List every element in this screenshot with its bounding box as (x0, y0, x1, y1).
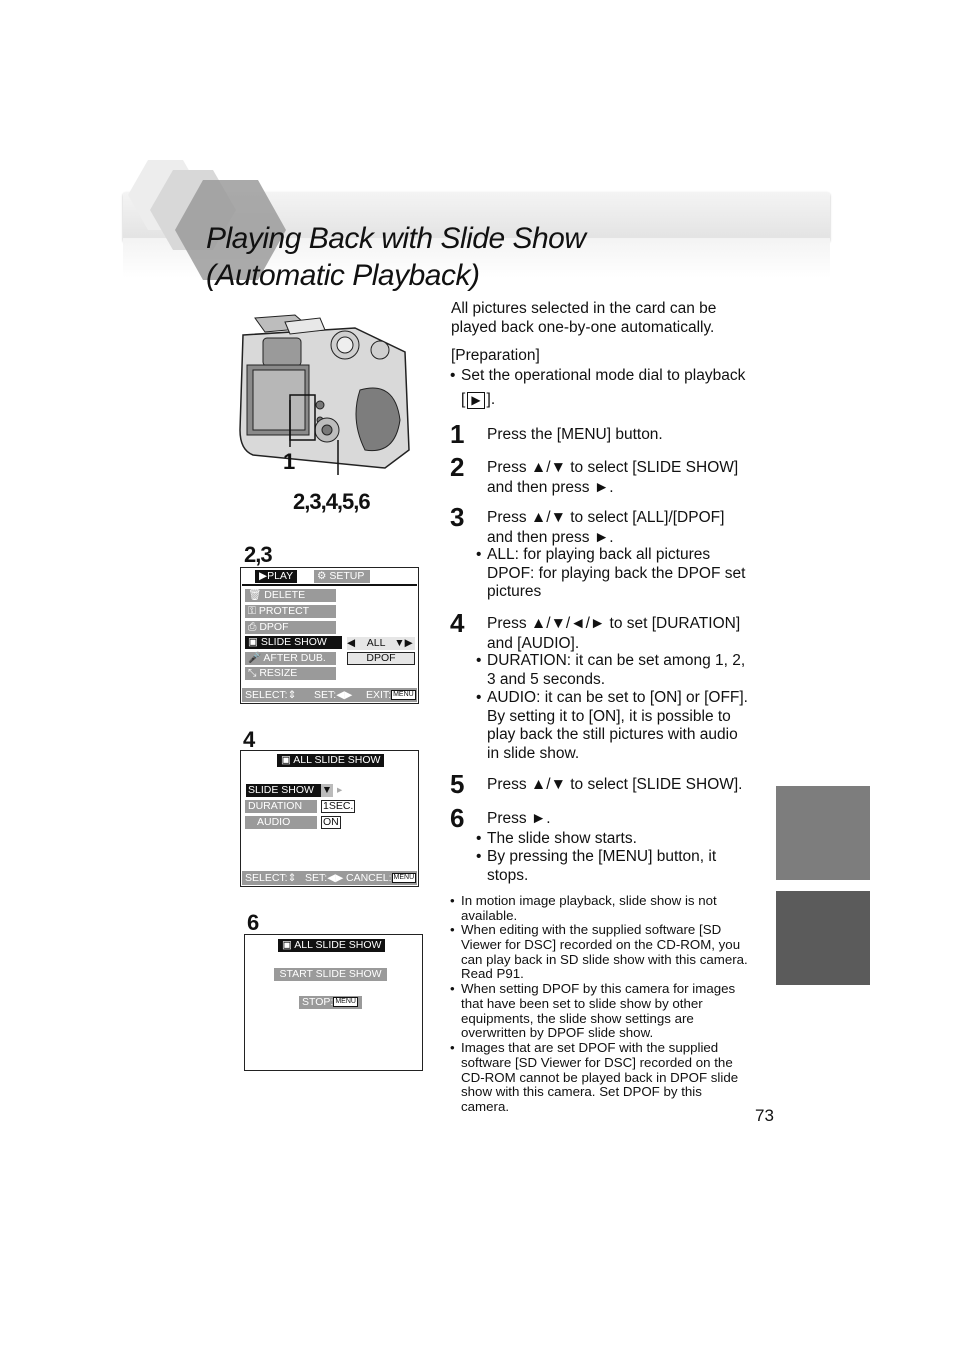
audio-value: ON (321, 816, 341, 829)
note-1: •In motion image playback, slide show is… (450, 893, 717, 923)
set-hint: SET:◀▶ (305, 872, 344, 884)
start-slide-show-label: START SLIDE SHOW (274, 968, 387, 981)
figure-label-4: 4 (243, 727, 255, 752)
step-4-text: Press ▲/▼/◄/► to set [DURATION] and [AUD… (487, 615, 741, 652)
step-3-bullet: •ALL: for playing back all pictures DPOF… (476, 546, 746, 600)
exit-hint: EXIT:MENU (366, 689, 416, 701)
note-2: •When editing with the supplied software… (450, 922, 748, 982)
camera-label-1: 1 (283, 449, 295, 474)
menu-item-protect: ⚿ PROTECT (245, 605, 336, 618)
stop-hint: STOP:MENU (299, 996, 362, 1009)
title-line-2: (Automatic Playback) (206, 259, 480, 292)
step-6-bullet-1: •The slide show starts. (476, 830, 637, 847)
step-2-text: Press ▲/▼ to select [SLIDE SHOW] and the… (487, 459, 739, 496)
step-4-number: 4 (450, 608, 465, 638)
menu-icon: MENU (391, 873, 417, 884)
tab-setup: ⚙ SETUP (314, 570, 370, 583)
preparation-bullet: •Set the operational mode dial to playba… (450, 367, 746, 384)
menu-screen-play: ▶PLAY ⚙ SETUP 🗑 DELETE ⚿ PROTECT ⎙ DPOF … (240, 567, 419, 704)
set-hint: SET:◀▶ (314, 689, 353, 701)
cancel-hint: CANCEL:MENU (346, 872, 417, 884)
duration-row: DURATION (245, 800, 317, 813)
menu-item-delete: 🗑 DELETE (245, 589, 336, 602)
hexagon-decoration (128, 160, 286, 280)
start-slide-show-screen: ▣ ALL SLIDE SHOW START SLIDE SHOW STOP:M… (244, 934, 423, 1071)
step-4-bullet-2: •AUDIO: it can be set to [ON] or [OFF]. … (476, 689, 748, 762)
step-3-number: 3 (450, 502, 465, 532)
option-dpof: DPOF (347, 652, 415, 665)
audio-row: AUDIO (245, 816, 317, 829)
intro-text: All pictures selected in the card can be… (451, 300, 717, 336)
screen4-header: ▣ ALL SLIDE SHOW (277, 754, 385, 767)
menu-item-slide-show: ▣ SLIDE SHOW (245, 636, 342, 649)
camera-illustration (239, 314, 410, 475)
playback-icon: ▶ (467, 392, 485, 409)
page-number: 73 (755, 1106, 774, 1125)
step-5-text: Press ▲/▼ to select [SLIDE SHOW]. (487, 776, 743, 793)
step-1-number: 1 (450, 419, 465, 449)
figure-label-6: 6 (247, 910, 259, 935)
step-6-number: 6 (450, 803, 465, 833)
camera-label-2-6: 2,3,4,5,6 (293, 489, 371, 514)
step-1-text: Press the [MENU] button. (487, 426, 663, 443)
title-line-1: Playing Back with Slide Show (206, 222, 586, 255)
select-hint: SELECT:⇕ (245, 689, 297, 701)
note-4: •Images that are set DPOF with the suppl… (450, 1040, 739, 1115)
option-all: ◀ ALL ▼▶ (347, 637, 415, 650)
menu-item-after-dub: 🎤 AFTER DUB. (245, 652, 336, 665)
duration-value: 1SEC. (321, 800, 356, 813)
figure-label-2-3: 2,3 (244, 542, 273, 567)
side-tab-light (776, 786, 870, 880)
playback-mode-symbol: [▶]. (461, 391, 496, 409)
menu-item-resize: ⤡ RESIZE (245, 667, 336, 680)
preparation-label: [Preparation] (451, 347, 540, 364)
screen6-header: ▣ ALL SLIDE SHOW (278, 939, 386, 952)
right-arrow-icon: ▸ (337, 784, 343, 796)
page-title: Playing Back with Slide Show (Automatic … (206, 220, 586, 294)
step-6-text: Press ►. (487, 810, 551, 827)
select-hint: SELECT:⇕ (245, 872, 297, 884)
slide-show-row: SLIDE SHOW (246, 784, 330, 797)
slide-show-settings-screen: ▣ ALL SLIDE SHOW SLIDE SHOW ▼ ▸ DURATION… (240, 750, 419, 887)
step-4-bullet-1: •DURATION: it can be set among 1, 2, 3 a… (476, 652, 746, 688)
step-6-bullet-2: •By pressing the [MENU] button, it stops… (476, 848, 717, 884)
status-bar: SELECT:⇕ SET:◀▶ CANCEL:MENU (242, 871, 417, 885)
status-bar: SELECT:⇕ SET:◀▶ EXIT:MENU (242, 688, 417, 702)
menu-icon: MENU (391, 690, 416, 701)
step-3-text: Press ▲/▼ to select [ALL]/[DPOF] and the… (487, 509, 725, 546)
menu-icon: MENU (333, 997, 358, 1008)
step-5-number: 5 (450, 769, 465, 799)
menu-item-dpof: ⎙ DPOF (245, 621, 336, 634)
slide-show-dropdown-icon: ▼ (321, 784, 333, 797)
step-2-number: 2 (450, 452, 465, 482)
tab-divider (242, 584, 417, 586)
side-tab-dark (776, 891, 870, 985)
note-3: •When setting DPOF by this camera for im… (450, 981, 736, 1041)
tab-play: ▶PLAY (255, 570, 298, 583)
